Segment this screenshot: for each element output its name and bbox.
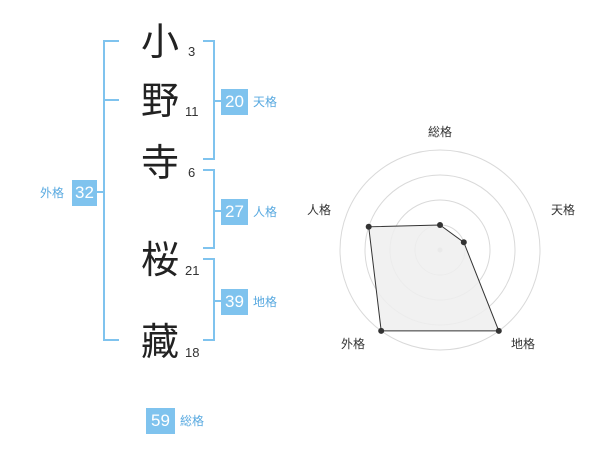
jinkaku-label: 人格 — [253, 205, 278, 219]
tenkaku-value: 20 — [221, 89, 248, 115]
chikaku-value: 39 — [221, 289, 248, 315]
radar-axis-label-tenkaku: 天格 — [551, 203, 576, 217]
radar-point-1 — [437, 222, 443, 228]
radar-axis-label-chikaku: 地格 — [511, 337, 536, 351]
name-char-5: 藏 — [140, 320, 179, 364]
stroke-count-3: 6 — [188, 165, 196, 180]
radar-point-2 — [460, 239, 467, 246]
gaikaku-bracket — [103, 40, 119, 341]
gaikaku-value: 32 — [72, 180, 97, 206]
stroke-count-5: 18 — [185, 345, 200, 360]
radar-point-5 — [365, 223, 372, 230]
stroke-count-2: 11 — [185, 104, 199, 119]
radar-axis-label-jinkaku: 人格 — [307, 203, 332, 217]
jinkaku-value: 27 — [221, 199, 248, 225]
chikaku-label: 地格 — [253, 295, 278, 309]
radar-axis-label-gaikaku: 外格 — [341, 337, 366, 351]
name-char-4: 桜 — [140, 238, 179, 282]
radar-ring-4 — [339, 149, 541, 351]
jinkaku-bracket — [203, 169, 215, 249]
gaikaku-label: 外格 — [40, 186, 65, 200]
name-char-2: 野 — [140, 79, 179, 123]
name-char-3: 寺 — [140, 141, 179, 185]
tenkaku-label: 天格 — [253, 95, 278, 109]
stroke-count-1: 3 — [188, 44, 196, 59]
radar-axis-label-soukaku: 総格 — [428, 125, 453, 139]
soukaku-value: 59 — [146, 408, 175, 434]
name-char-1: 小 — [140, 20, 179, 64]
chikaku-bracket — [203, 258, 215, 341]
stroke-count-4: 21 — [185, 263, 200, 278]
radar-point-3 — [495, 327, 502, 334]
radar-area — [368, 224, 500, 332]
soukaku-label: 総格 — [180, 414, 205, 428]
radar-point-4 — [378, 327, 385, 334]
